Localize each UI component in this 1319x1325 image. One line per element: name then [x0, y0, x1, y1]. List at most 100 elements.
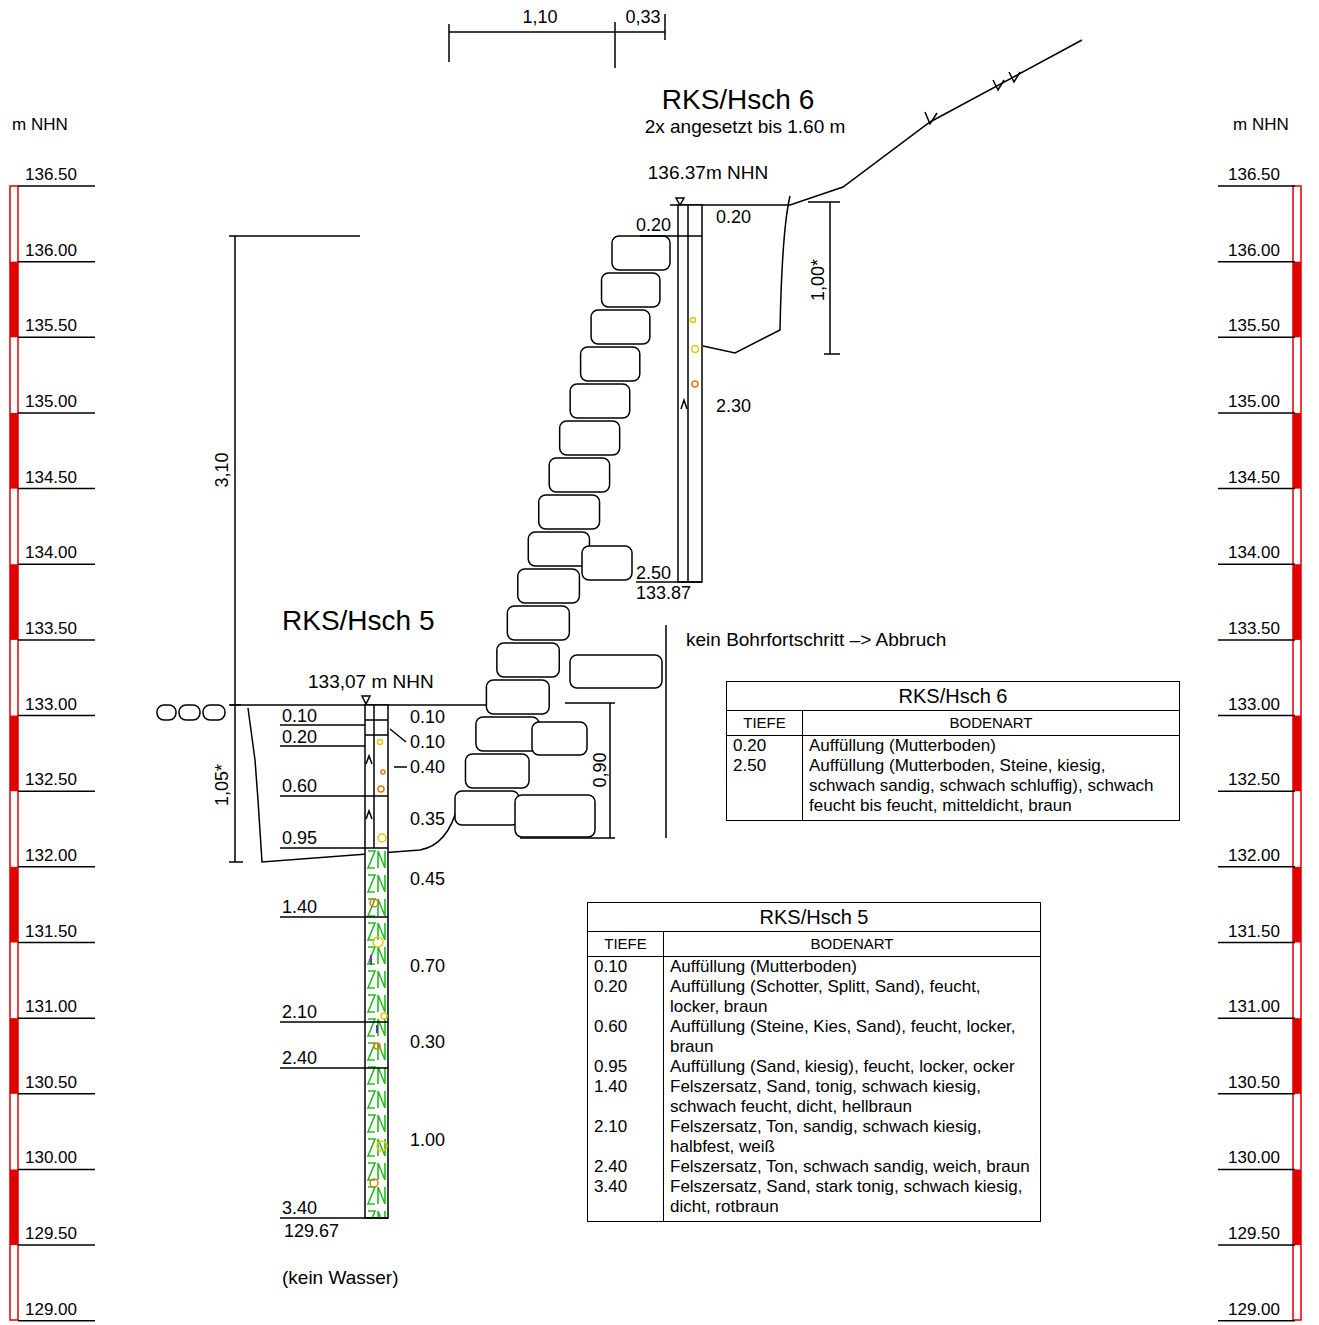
elevation-tick — [1218, 639, 1295, 641]
annotation-label: 0.20 — [636, 216, 671, 234]
elevation-tick — [18, 790, 95, 792]
annotation-label: 2.30 — [716, 397, 751, 415]
elevation-label: 130.00 — [25, 1149, 77, 1166]
wall-stone — [591, 310, 650, 344]
soil-description-cell: Felszersatz, Ton, schwach sandig, weich,… — [663, 1157, 1040, 1177]
annotation-label: 0,90 — [591, 752, 609, 787]
elevation-tick — [1218, 185, 1295, 187]
elevation-tick — [1218, 412, 1295, 414]
annotation-label: m NHN — [1233, 116, 1289, 133]
wall-stone — [539, 495, 600, 529]
elevation-label: 133.00 — [25, 696, 77, 713]
annotation-label: 0.20 — [716, 208, 751, 226]
soil-layer-table: RKS/Hsch 5TIEFEBODENART0.10Auffüllung (M… — [587, 902, 1041, 1222]
wall-stone — [582, 546, 632, 580]
elevation-tick — [1218, 564, 1295, 566]
elevation-label: 133.50 — [25, 620, 77, 637]
elevation-label: 132.50 — [25, 771, 77, 788]
wall-stone — [570, 655, 662, 688]
annotation-label: 0.70 — [410, 957, 445, 975]
elevation-label: 132.00 — [25, 847, 77, 864]
table-row: 0.95Auffüllung (Sand, kiesig), feucht, l… — [588, 1057, 1040, 1077]
annotation-label: 0.60 — [282, 777, 317, 795]
annotation-label: 133,07 m NHN — [308, 672, 434, 691]
table-title: RKS/Hsch 6 — [727, 682, 1179, 711]
wall-stone — [570, 384, 630, 418]
wall-stone — [465, 754, 529, 788]
annotation-label: 0.10 — [410, 733, 445, 751]
elevation-tick — [1218, 866, 1295, 868]
annotation-label: 3,10 — [213, 452, 231, 487]
elevation-label: 135.00 — [25, 393, 77, 410]
annotation-label: 2.50 — [636, 564, 671, 582]
elevation-label: 134.00 — [25, 544, 77, 561]
annotation-label: 2.10 — [282, 1003, 317, 1021]
scale-segment — [1293, 1169, 1301, 1245]
elevation-tick — [18, 412, 95, 414]
soil-description-cell: Auffüllung (Mutterboden) — [802, 736, 1179, 756]
table-row: 2.50Auffüllung (Mutterboden, Steine, kie… — [727, 756, 1179, 820]
elevation-label: 136.00 — [25, 242, 77, 259]
table-row: 1.40Felszersatz, Sand, tonig, schwach ki… — [588, 1077, 1040, 1117]
elevation-label: 132.50 — [1228, 771, 1280, 788]
depth-cell: 3.40 — [588, 1177, 663, 1221]
wall-stone — [476, 717, 539, 751]
elevation-tick — [1218, 1244, 1295, 1246]
elevation-label: 134.50 — [25, 469, 77, 486]
annotation-label: 0.35 — [410, 810, 445, 828]
annotation-label: 1,00* — [809, 259, 827, 301]
annotation-label: RKS/Hsch 5 — [282, 607, 435, 635]
annotation-label: 136.37m NHN — [648, 163, 768, 182]
elevation-tick — [18, 1169, 95, 1171]
depth-cell: 0.20 — [727, 736, 802, 756]
annotation-label: RKS/Hsch 6 — [662, 86, 815, 114]
elevation-tick — [18, 1244, 95, 1246]
depth-cell: 1.40 — [588, 1077, 663, 1117]
column-header: TIEFE — [588, 932, 663, 956]
annotation-label: 1.40 — [282, 898, 317, 916]
annotation-label: kein Bohrfortschritt –> Abbruch — [686, 630, 946, 649]
elevation-tick — [1218, 942, 1295, 944]
depth-cell: 2.40 — [588, 1157, 663, 1177]
wall-stone — [528, 532, 589, 566]
wall-stone — [532, 722, 587, 755]
elevation-tick — [18, 942, 95, 944]
soil-description-cell: Auffüllung (Sand, kiesig), feucht, locke… — [663, 1057, 1040, 1077]
annotation-label: 3.40 — [282, 1199, 317, 1217]
annotation-label: 0.10 — [282, 707, 317, 725]
elevation-label: 131.00 — [25, 998, 77, 1015]
annotation-label: 0.10 — [410, 708, 445, 726]
table-header: TIEFEBODENART — [588, 932, 1040, 957]
annotation-label: 1,05* — [213, 764, 231, 806]
elevation-tick — [1218, 488, 1295, 490]
table-row: 0.10Auffüllung (Mutterboden) — [588, 957, 1040, 977]
depth-cell: 0.10 — [588, 957, 663, 977]
scale-bar — [10, 186, 18, 1320]
scale-segment — [1293, 262, 1301, 338]
elevation-label: 130.50 — [1228, 1074, 1280, 1091]
elevation-tick — [18, 337, 95, 339]
table-body: 0.20Auffüllung (Mutterboden)2.50Auffüllu… — [727, 736, 1179, 820]
soil-layer-table: RKS/Hsch 6TIEFEBODENART0.20Auffüllung (M… — [726, 681, 1180, 821]
scale-segment — [1293, 564, 1301, 640]
scale-segment — [10, 867, 18, 943]
table-row: 3.40Felszersatz, Sand, stark tonig, schw… — [588, 1177, 1040, 1221]
soil-description-cell: Auffüllung (Mutterboden) — [663, 957, 1040, 977]
elevation-label: 129.50 — [1228, 1225, 1280, 1242]
scale-segment — [10, 262, 18, 338]
elevation-tick — [18, 185, 95, 187]
elevation-label: 134.00 — [1228, 544, 1280, 561]
table-row: 0.20Auffüllung (Schotter, Splitt, Sand),… — [588, 977, 1040, 1017]
elevation-tick — [1218, 715, 1295, 717]
wall-stone — [518, 569, 580, 603]
table-title: RKS/Hsch 5 — [588, 903, 1040, 932]
wall-stone — [455, 791, 519, 825]
table-row: 0.60Auffüllung (Steine, Kies, Sand), feu… — [588, 1017, 1040, 1057]
elevation-label: 129.00 — [25, 1301, 77, 1318]
elevation-label: 136.50 — [25, 166, 77, 183]
elevation-label: 131.00 — [1228, 998, 1280, 1015]
elevation-tick — [1218, 337, 1295, 339]
elevation-tick — [18, 1093, 95, 1095]
elevation-tick — [1218, 790, 1295, 792]
soil-description-cell: Auffüllung (Mutterboden, Steine, kiesig,… — [802, 756, 1179, 820]
